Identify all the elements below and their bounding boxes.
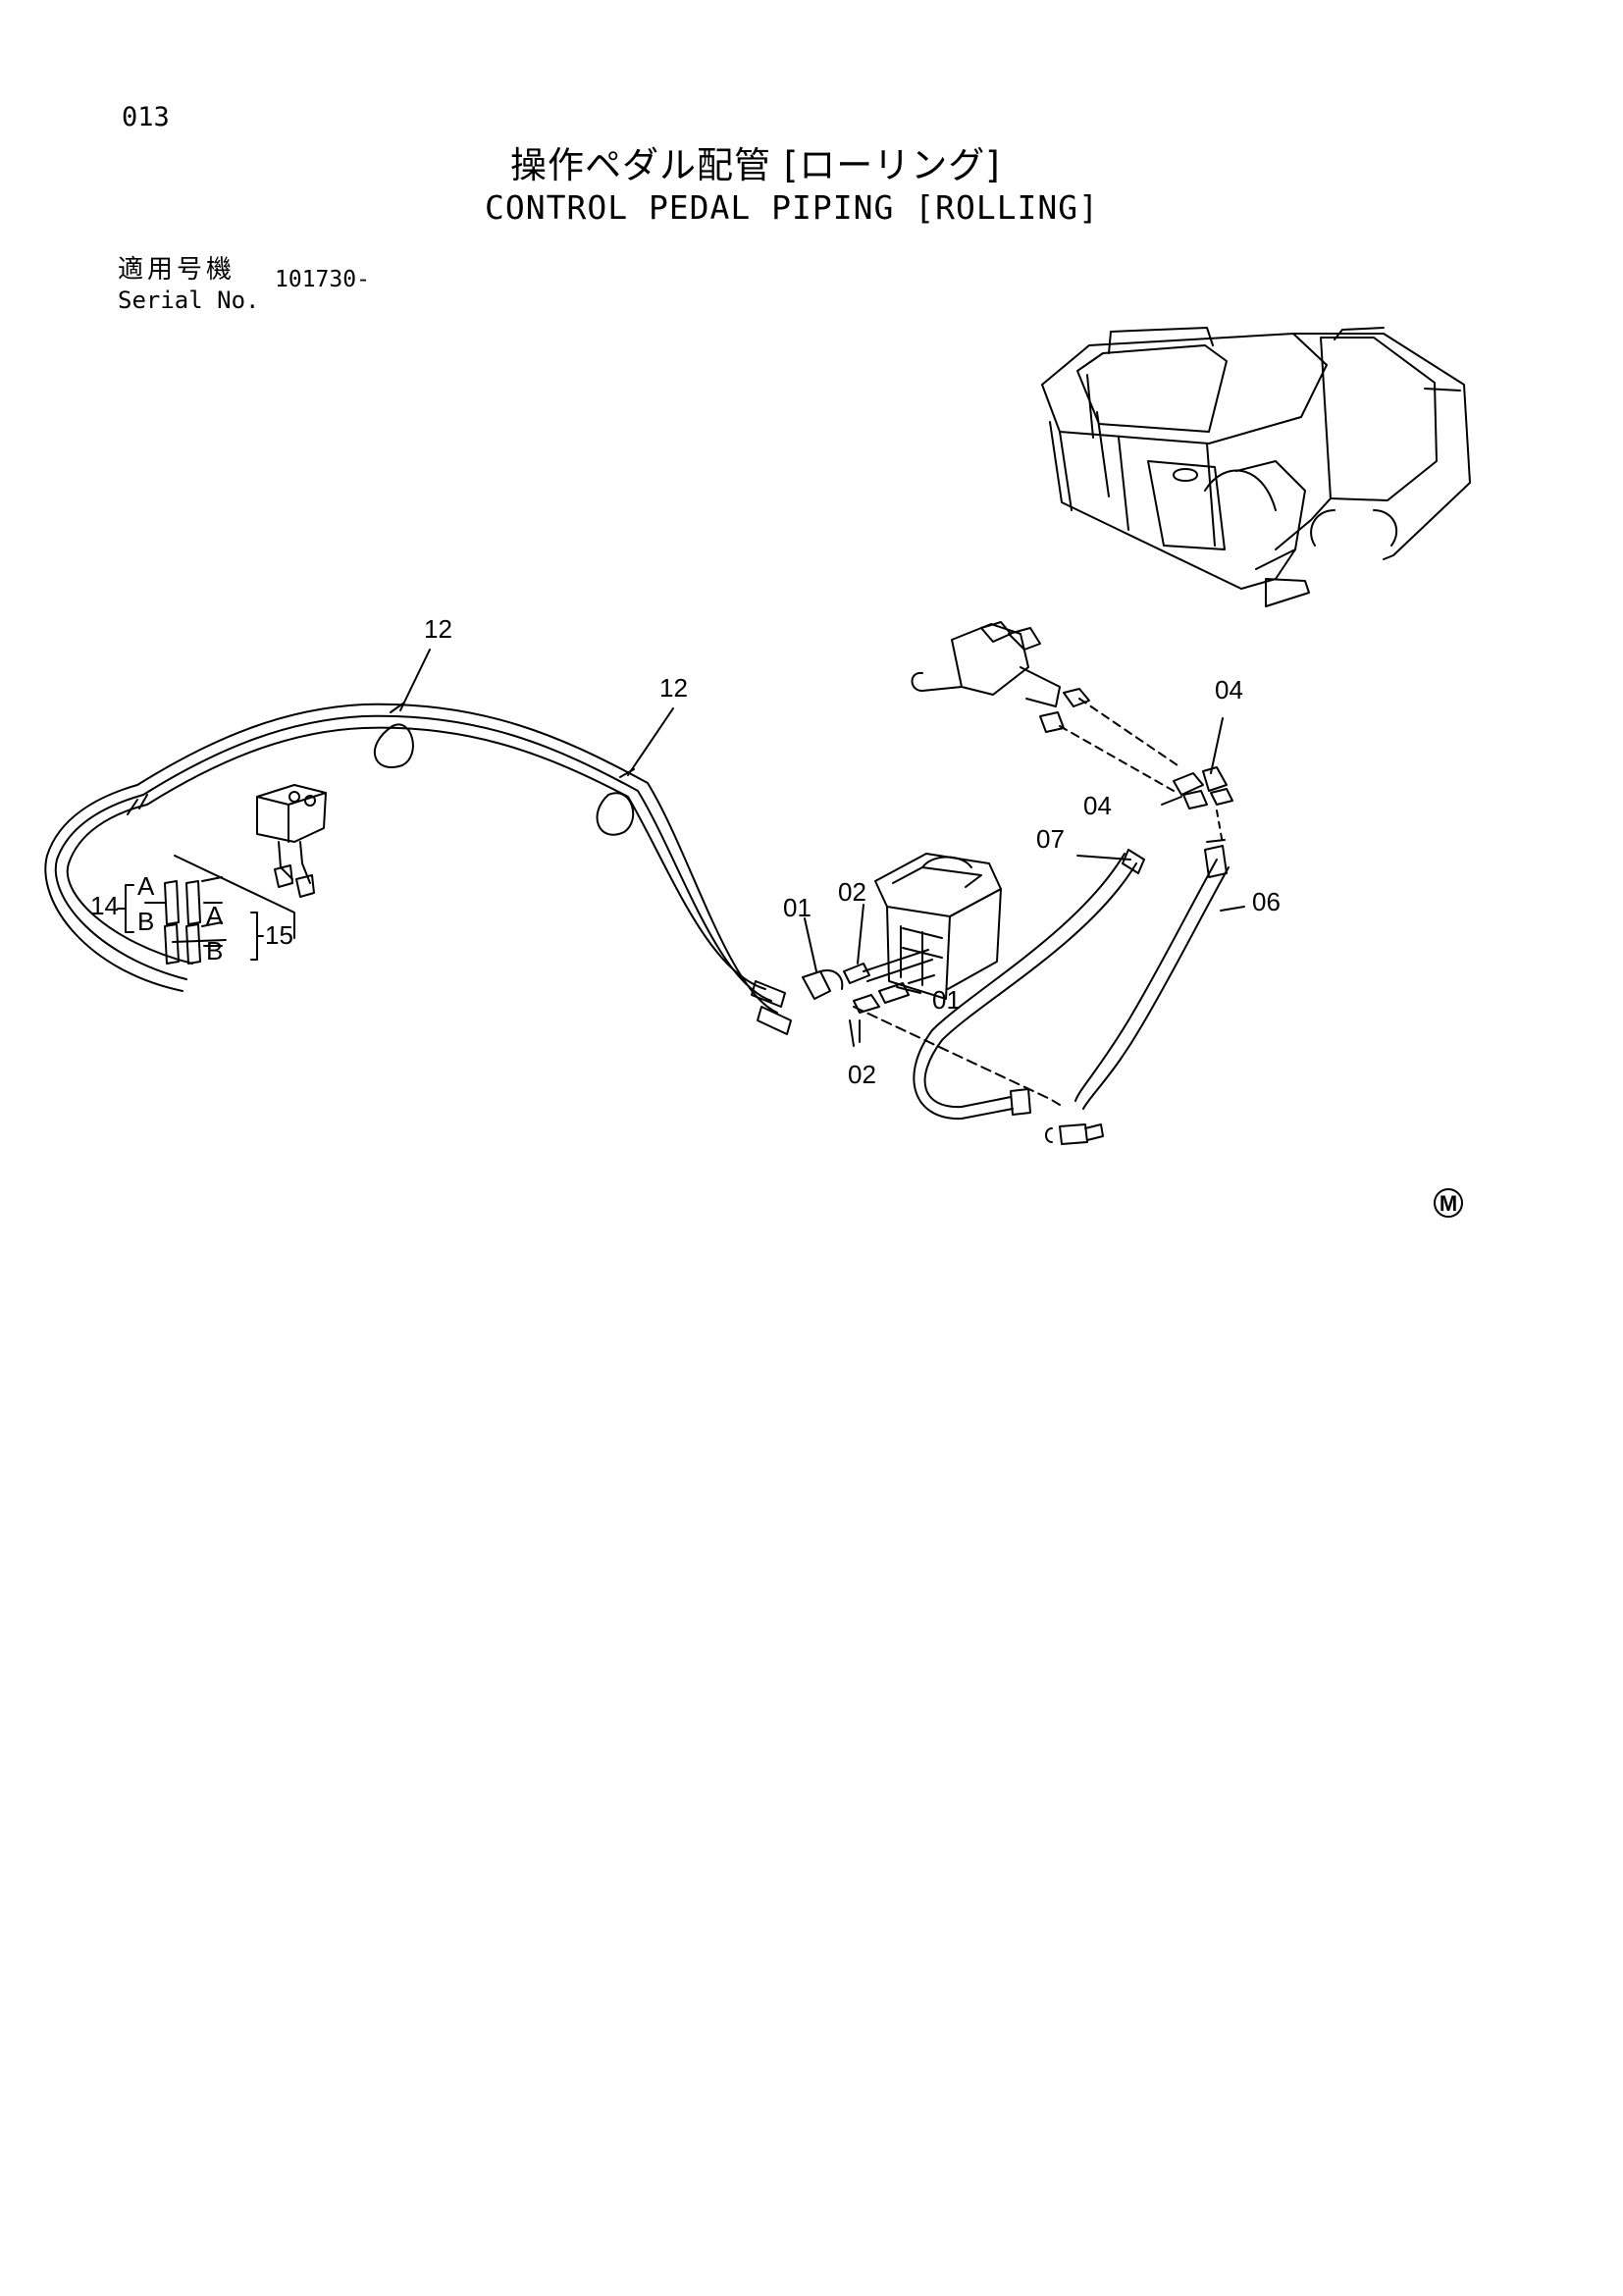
port-label-a-right: A — [206, 901, 224, 930]
callout-14: 14 — [90, 891, 119, 920]
serial-number-value: 101730- — [275, 267, 370, 292]
callout-06: 06 — [1252, 887, 1281, 916]
callout-15: 15 — [265, 920, 293, 950]
page-title-japanese: 操作ペダル配管 [ローリング] — [510, 144, 1001, 186]
callout-02-top: 02 — [838, 877, 866, 907]
callout-12-left: 12 — [424, 614, 452, 644]
page-number: 013 — [122, 102, 170, 132]
callout-07: 07 — [1036, 824, 1065, 854]
port-label-b-left: B — [137, 907, 154, 936]
serial-label-english: Serial No. — [118, 287, 260, 314]
page-title-english: CONTROL PEDAL PIPING [ROLLING] — [485, 188, 1100, 227]
callout-01-left: 01 — [783, 893, 812, 922]
port-fittings-14-15 — [164, 855, 295, 965]
end-fitting — [1045, 1123, 1104, 1145]
leader-lines — [117, 649, 1245, 1043]
callout-labels: 12 12 04 04 07 06 01 02 01 02 14 15 A B … — [90, 614, 1281, 1089]
left-valve-block — [256, 784, 327, 898]
left-hose-bundle — [44, 703, 792, 1035]
port-label-b-right: B — [206, 936, 223, 965]
callout-01-right: 01 — [932, 985, 961, 1015]
callout-04-top: 04 — [1215, 675, 1243, 704]
adapter-fittings-04 — [1173, 766, 1233, 809]
hose-07 — [913, 849, 1145, 1121]
port-label-a-left: A — [137, 871, 155, 901]
pedal-valve-assembly — [911, 621, 1178, 792]
control-valve-box — [874, 853, 1002, 1000]
circled-m-mark: M — [1434, 1188, 1463, 1218]
excavator-overview-illustration — [1041, 327, 1471, 607]
circled-m-letter: M — [1440, 1191, 1457, 1216]
callout-12-right: 12 — [659, 673, 688, 703]
elbow-fittings-01-02 — [802, 949, 1061, 1106]
callout-02-bottom: 02 — [848, 1060, 876, 1089]
callout-04-left: 04 — [1083, 791, 1112, 820]
hose-06 — [1074, 809, 1230, 1110]
serial-label-japanese: 適用号機 — [118, 255, 236, 285]
